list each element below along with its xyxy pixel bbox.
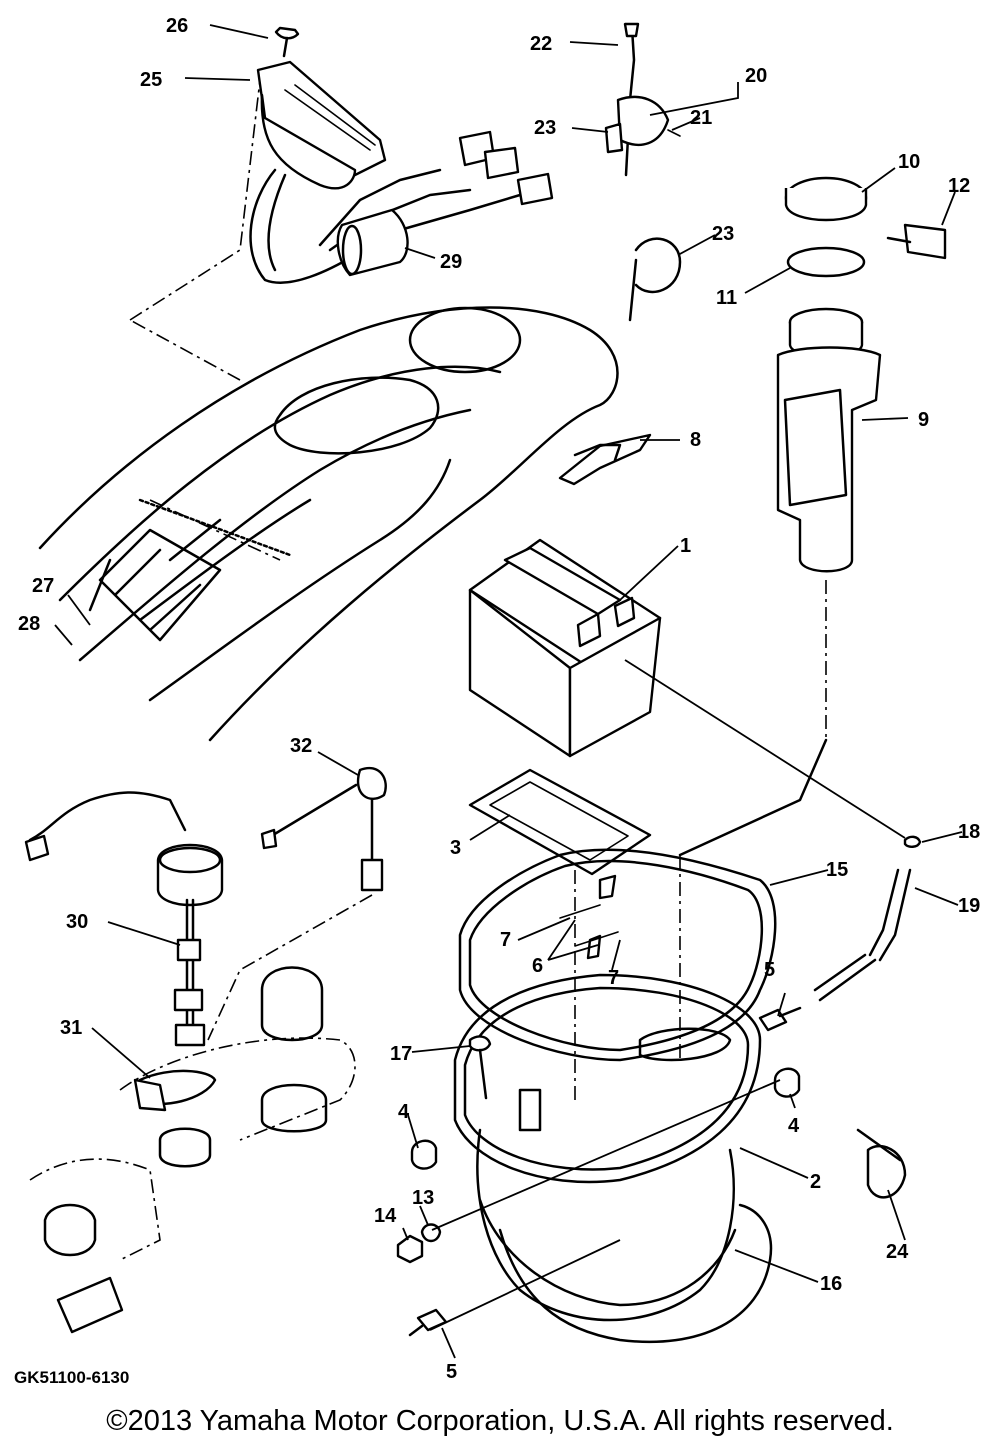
callout-22: 22 (530, 33, 552, 55)
callout-26: 26 (166, 15, 188, 37)
callout-8: 8 (690, 429, 701, 451)
callout-7-b: 7 (608, 967, 619, 989)
sensor-clamp (604, 22, 681, 177)
callout-16: 16 (820, 1273, 842, 1295)
callout-27: 27 (32, 575, 54, 597)
callout-15: 15 (826, 859, 848, 881)
hull-deck (38, 79, 619, 742)
callout-31: 31 (60, 1017, 82, 1039)
callout-23: 23 (534, 117, 556, 139)
leader-lines (54, 24, 963, 1359)
callout-30: 30 (66, 911, 88, 933)
callout-10: 10 (898, 151, 920, 173)
bracket-8 (558, 433, 652, 486)
callout-5: 5 (764, 959, 775, 981)
electrical-box (249, 26, 554, 284)
callout-12: 12 (948, 175, 970, 197)
callout-5-b: 5 (446, 1361, 457, 1383)
fuel-sender (24, 766, 387, 1334)
callout-29: 29 (440, 251, 462, 273)
callout-labels: 26 25 22 20 21 23 10 12 23 29 11 9 8 1 2… (18, 15, 980, 1383)
callout-13: 13 (412, 1187, 434, 1209)
callout-18: 18 (958, 821, 980, 843)
callout-6: 6 (532, 955, 543, 977)
callout-21: 21 (690, 107, 712, 129)
drawing-code: GK51100-6130 (14, 1368, 130, 1387)
callout-24: 24 (886, 1241, 909, 1263)
callout-20: 20 (745, 65, 767, 87)
callout-25: 25 (140, 69, 162, 91)
callout-7: 7 (500, 929, 511, 951)
callout-1: 1 (680, 535, 691, 557)
filler-neck (776, 176, 947, 740)
callout-23-b: 23 (712, 223, 734, 245)
callout-28: 28 (18, 613, 40, 635)
callout-32: 32 (290, 735, 312, 757)
callout-9: 9 (918, 409, 929, 431)
callout-17: 17 (390, 1043, 412, 1065)
battery-pad (468, 768, 652, 876)
callout-4-b: 4 (788, 1115, 800, 1137)
copyright-notice: ©2013 Yamaha Motor Corporation, U.S.A. A… (106, 1405, 894, 1437)
callout-2: 2 (810, 1171, 821, 1193)
callout-11: 11 (716, 287, 737, 309)
fasteners (396, 835, 922, 1337)
battery (468, 538, 662, 758)
callout-19: 19 (958, 895, 980, 917)
callout-4: 4 (398, 1101, 410, 1123)
callout-14: 14 (374, 1205, 397, 1227)
fuel-tank-assembly (453, 659, 912, 1344)
cable-ties (628, 237, 907, 1199)
callout-3: 3 (450, 837, 461, 859)
